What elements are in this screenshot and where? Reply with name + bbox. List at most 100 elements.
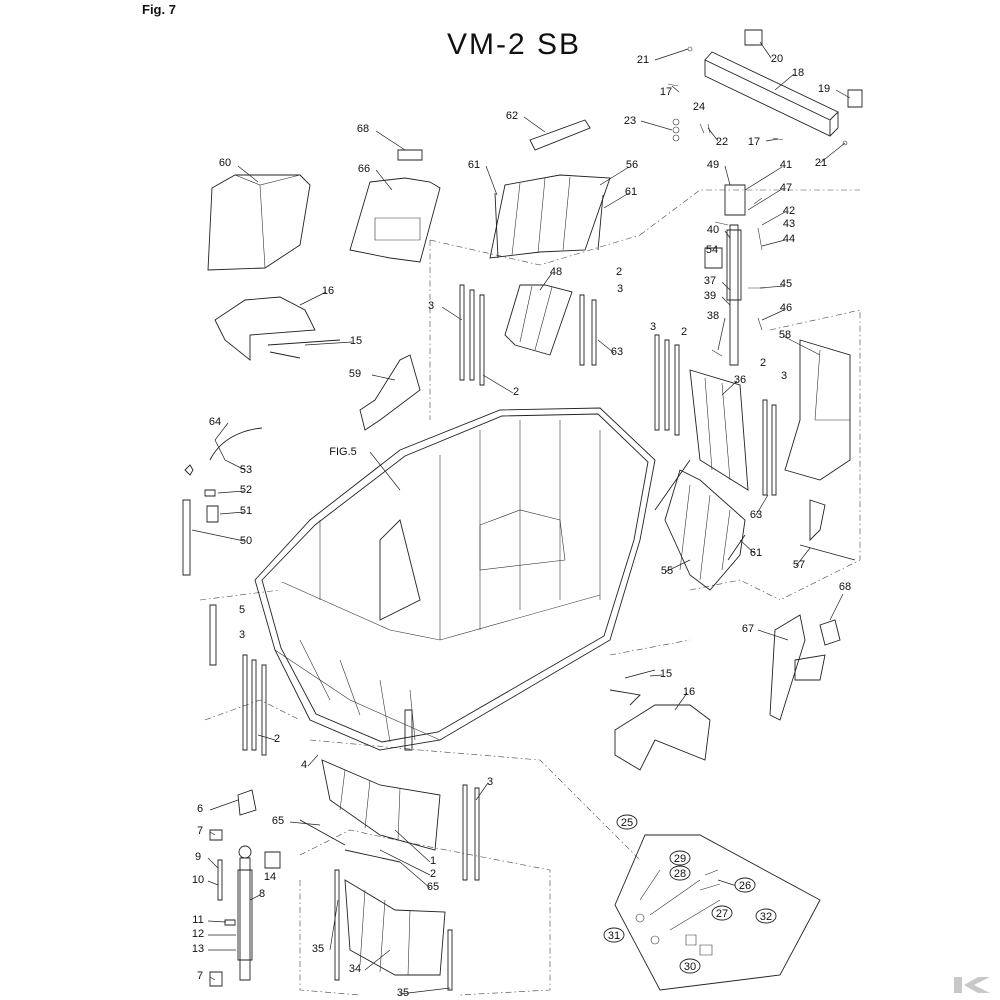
callout-number: FIG.5 (329, 446, 357, 458)
center-column (704, 184, 765, 366)
left-side-parts (182, 427, 267, 756)
callout-number: 7 (197, 970, 203, 982)
assembly-guides (199, 189, 861, 996)
callout-number: 8 (259, 888, 265, 900)
callout-number: 17 (748, 136, 760, 148)
callout-number: 42 (783, 205, 795, 217)
callout-number: 40 (707, 224, 719, 236)
callout-number: 48 (550, 266, 562, 278)
callout-number: 62 (506, 110, 518, 122)
callout-ring (669, 850, 691, 866)
callout-number: 15 (660, 668, 672, 680)
callout-number: 66 (358, 163, 370, 175)
callout-number: 12 (192, 928, 204, 940)
callout-number: 54 (706, 244, 718, 256)
callout-number: 35 (397, 987, 409, 999)
callout-number: 36 (734, 374, 746, 386)
callout-number: 30 (684, 961, 696, 973)
diagram-title: VM-2 SB (447, 28, 582, 61)
callout-number: 10 (192, 874, 204, 886)
callout-number: 15 (350, 335, 362, 347)
callout-ring (616, 814, 638, 830)
callout-number: 16 (322, 285, 334, 297)
callout-ring (755, 908, 777, 924)
callout-number: 38 (707, 310, 719, 322)
callout-number: 50 (240, 535, 252, 547)
callout-number: 29 (674, 853, 686, 865)
callout-number: 49 (707, 159, 719, 171)
callout-number: 45 (780, 278, 792, 290)
callout-number: 2 (616, 266, 622, 278)
callout-number: 35 (312, 943, 324, 955)
callout-number: 21 (815, 157, 827, 169)
callout-number: 3 (428, 300, 434, 312)
callout-number: 64 (209, 416, 221, 428)
callout-number: 65 (427, 881, 439, 893)
callout-number: 3 (650, 321, 656, 333)
callout-number: 2 (513, 386, 519, 398)
callout-number: 68 (357, 123, 369, 135)
callout-number: 41 (780, 159, 792, 171)
mixer-tub (254, 407, 656, 751)
callout-number: 34 (349, 963, 361, 975)
callout-ring (734, 877, 756, 893)
callout-number: 43 (783, 218, 795, 230)
right-side-parts (609, 459, 841, 771)
callout-number: 52 (240, 484, 252, 496)
callout-number: 2 (681, 326, 687, 338)
callout-number: 53 (240, 464, 252, 476)
callout-number: 11 (192, 914, 203, 926)
callout-number: 7 (197, 825, 203, 837)
callout-number: 3 (617, 283, 623, 295)
callout-number: 51 (240, 505, 252, 517)
callout-number: 3 (487, 776, 493, 788)
callout-number: 61 (750, 547, 762, 559)
callout-number: 37 (704, 275, 716, 287)
callout-number: 63 (611, 346, 623, 358)
callout-number: 39 (704, 290, 716, 302)
callout-number: 27 (716, 908, 728, 920)
callout-number: 61 (625, 186, 637, 198)
callout-number: 55 (661, 565, 673, 577)
callout-number: 26 (739, 880, 751, 892)
callout-number: 2 (760, 357, 766, 369)
callout-number: 46 (780, 302, 792, 314)
callout-number: 61 (468, 159, 480, 171)
callout-number: 24 (693, 101, 705, 113)
callout-number: 44 (783, 233, 795, 245)
callout-number: 68 (839, 581, 851, 593)
upper-panels (207, 119, 611, 431)
callout-number: 28 (674, 868, 686, 880)
callout-number: 6 (197, 803, 203, 815)
callout-number: 19 (818, 83, 830, 95)
callout-leaders (191, 41, 851, 995)
callout-number: 57 (793, 559, 805, 571)
callout-number: 14 (264, 871, 276, 883)
callout-ring (603, 927, 625, 943)
callout-number: 9 (195, 851, 201, 863)
hydraulic-cylinder (209, 789, 281, 987)
callout-number: 23 (624, 115, 636, 127)
callout-number: 32 (760, 911, 772, 923)
callout-number: 2 (430, 868, 436, 880)
callout-number: 47 (780, 182, 792, 194)
valve-kit (614, 834, 821, 991)
callout-number: 4 (301, 759, 307, 771)
callout-number: 58 (779, 329, 791, 341)
callout-number: 59 (349, 368, 361, 380)
callout-number: 67 (742, 623, 754, 635)
callout-number: 2 (274, 733, 280, 745)
callout-ring (711, 905, 733, 921)
callout-ring (669, 865, 691, 881)
callout-number: 13 (192, 943, 204, 955)
front-door-assembly (299, 759, 480, 991)
callout-number: 17 (660, 86, 672, 98)
callout-number: 21 (637, 54, 649, 66)
vertical-strips (459, 284, 856, 561)
callout-number: 1 (430, 855, 436, 867)
callout-number: 22 (716, 136, 728, 148)
callout-number: 63 (750, 509, 762, 521)
kramp-k-logo-icon (954, 977, 990, 993)
